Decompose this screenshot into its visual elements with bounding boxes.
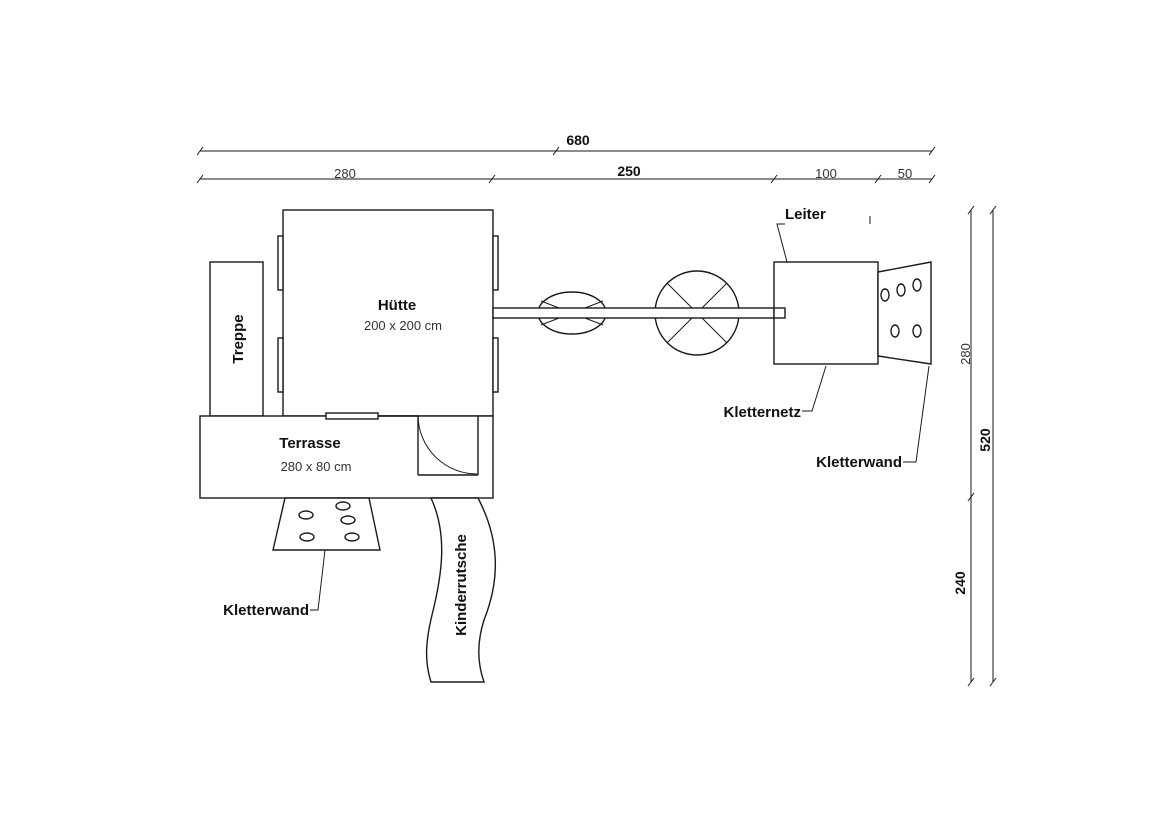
- dim-280-label: 280: [334, 166, 356, 181]
- terrasse-size-label: 280 x 80 cm: [281, 459, 352, 474]
- huette-label: Hütte: [378, 297, 416, 314]
- kletterwand-right-label: Kletterwand: [816, 454, 902, 471]
- kletternetz-annotation: Kletternetz: [723, 365, 827, 421]
- huette-size-label: 200 x 200 cm: [364, 318, 442, 333]
- kletterwand-right: [877, 261, 932, 365]
- dim-240-vertical-label: 240: [952, 571, 968, 595]
- treppe-label: Treppe: [230, 314, 247, 363]
- terrasse: Terrasse 280 x 80 cm: [199, 412, 494, 499]
- dim-520-vertical-label: 520: [977, 428, 993, 452]
- leiter-label: Leiter: [785, 206, 826, 223]
- kinderrutsche-label: Kinderrutsche: [453, 534, 470, 636]
- swing-beam: [492, 270, 786, 356]
- dimension-segments: 280 250 100 50: [196, 163, 936, 184]
- kletternetz-label: Kletternetz: [723, 404, 801, 421]
- terrasse-label: Terrasse: [279, 435, 340, 452]
- leiter-platform: Leiter: [773, 206, 879, 365]
- dim-100-label: 100: [815, 166, 837, 181]
- kletterwand-right-annotation: Kletterwand: [816, 365, 930, 471]
- dimension-total-width: 680: [196, 132, 936, 156]
- dim-50-label: 50: [898, 166, 912, 181]
- treppe: Treppe: [209, 261, 264, 417]
- dim-680-label: 680: [566, 132, 590, 148]
- kinderrutsche: Kinderrutsche: [425, 497, 496, 683]
- huette: Hütte 200 x 200 cm: [277, 209, 499, 417]
- dim-280-vertical-label: 280: [958, 343, 973, 365]
- dimension-heights: 280 240 520: [952, 205, 997, 687]
- kletterwand-left-label: Kletterwand: [223, 602, 309, 619]
- kletterwand-left: Kletterwand: [223, 497, 381, 619]
- dim-250-label: 250: [617, 163, 641, 179]
